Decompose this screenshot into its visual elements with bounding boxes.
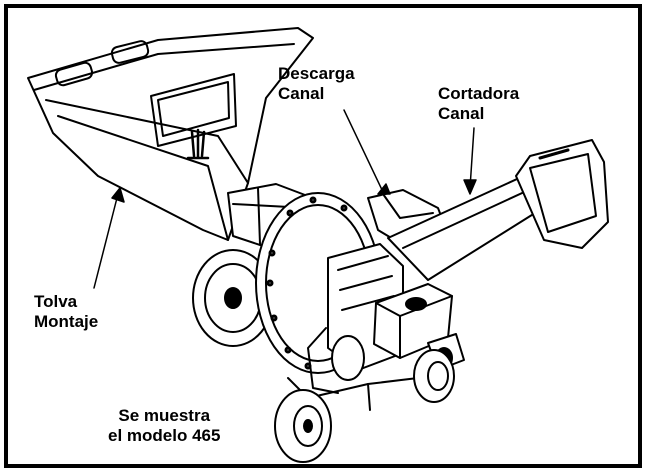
- diagram-frame: Descarga Canal Cortadora Canal Tolva Mon…: [4, 4, 642, 468]
- leader-lines: [93, 109, 477, 289]
- discharge-label-line2: Canal: [278, 84, 325, 103]
- model-note-line1: Se muestra: [118, 406, 211, 425]
- discharge-label: Descarga Canal: [278, 64, 355, 104]
- hopper-label-line2: Montaje: [34, 312, 99, 331]
- chipper-label-line2: Canal: [438, 104, 485, 123]
- chipper-label-line1: Cortadora: [438, 84, 520, 103]
- chipper-chute: [387, 139, 609, 281]
- wheel-front: [274, 389, 332, 463]
- discharge-label-line1: Descarga: [278, 64, 355, 83]
- chipper-label: Cortadora Canal: [438, 84, 519, 124]
- hopper-label-line1: Tolva: [34, 292, 78, 311]
- model-note-label: Se muestra el modelo 465: [108, 406, 220, 446]
- hopper-label: Tolva Montaje: [34, 292, 98, 332]
- chipper-shredder-illustration: [27, 27, 609, 463]
- model-note-line2: el modelo 465: [108, 426, 221, 445]
- wheel-rear: [413, 349, 455, 403]
- hopper-assembly: [27, 27, 314, 241]
- engine: [307, 243, 465, 394]
